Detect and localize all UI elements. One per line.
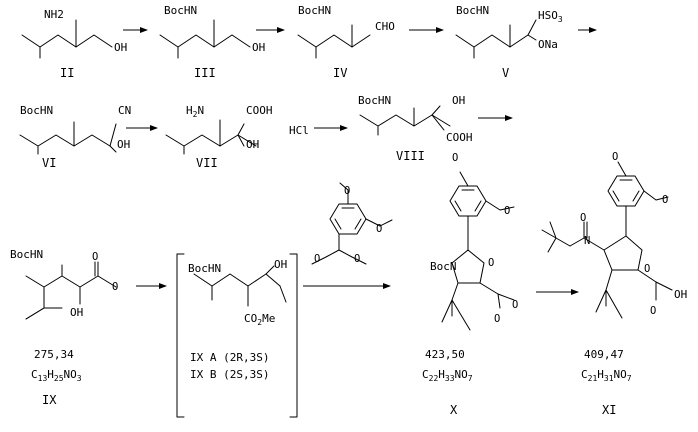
compound-XI: N O O O O O OH 409,47 C21H31NO7 XI [542, 151, 687, 417]
alcohol-label: OH [452, 94, 465, 107]
molecular-weight: 275,34 [34, 348, 74, 361]
compound-VI: BocHN CN OH VI [20, 104, 131, 170]
carbonyl-o: O [650, 305, 656, 317]
isomer-b: IX B (2S,3S) [190, 368, 269, 381]
alcohol-label: OH [252, 41, 265, 54]
n-label: N [584, 235, 590, 247]
aldehyde-label: CHO [375, 20, 395, 33]
compound-IX: BocHN O O OH 275,34 C13H25NO3 IX [10, 248, 118, 407]
acid-label: COOH [446, 131, 473, 144]
methoxy-o: O [612, 151, 618, 163]
amine-label: NH2 [44, 8, 64, 21]
reagent-acetal: O O O O [312, 183, 392, 265]
reagent-hcl: HCl [289, 124, 309, 137]
ester-o: O [512, 299, 518, 311]
alcohol-label: OH [246, 138, 259, 151]
amine-label: BocHN [456, 4, 489, 17]
amine-label: BocHN [358, 94, 391, 107]
amine-label: H2N [186, 104, 204, 119]
nitrile-label: CN [118, 104, 131, 117]
acid-label: COOH [246, 104, 273, 117]
carbonyl-o: O [580, 212, 586, 224]
acid-label: OH [674, 288, 687, 301]
methoxy-o: O [504, 205, 510, 217]
alcohol-label: OH [117, 138, 130, 151]
compound-label: X [450, 403, 458, 417]
alcohol-label: OH [70, 306, 83, 319]
carbonyl-o: O [494, 313, 500, 325]
molecular-formula: C13H25NO3 [31, 368, 82, 383]
compound-label: IV [333, 66, 347, 80]
compound-label: III [194, 66, 216, 80]
compound-label: VIII [396, 149, 425, 163]
compound-label: XI [602, 403, 616, 417]
ring-o: O [488, 257, 494, 269]
ester-label: CO2Me [244, 312, 275, 327]
sulfonate-label: HSO3 [538, 9, 563, 24]
methoxy-o: O [452, 152, 458, 164]
alcohol-label: OH [274, 258, 287, 271]
methoxy-o: O [662, 194, 668, 206]
amine-label: BocHN [298, 4, 331, 17]
ester-o: O [112, 281, 118, 293]
compound-IV: BocHN CHO IV [298, 4, 395, 80]
amine-label: BocHN [20, 104, 53, 117]
alcohol-label: OH [114, 41, 127, 54]
acetal-o: O [354, 253, 360, 265]
compound-label: VII [196, 156, 218, 170]
compound-label: II [60, 66, 74, 80]
boc-n-label: BocN [430, 260, 457, 273]
molecular-formula: C22H33NO7 [422, 368, 473, 383]
amine-label: BocHN [188, 262, 221, 275]
amine-label: BocHN [164, 4, 197, 17]
compound-II: NH2 OH II [22, 8, 127, 80]
methoxy-o: O [376, 223, 382, 235]
acetal-o: O [314, 253, 320, 265]
isomer-a: IX A (2R,3S) [190, 351, 269, 364]
molecular-formula: C21H31NO7 [581, 368, 632, 383]
compound-label: V [502, 66, 509, 80]
compound-III: BocHN OH III [160, 4, 265, 80]
methoxy-o: O [344, 185, 350, 197]
ring-o: O [644, 263, 650, 275]
compound-VII: H2N COOH OH VII [166, 104, 273, 170]
carbonyl-o: O [92, 251, 98, 263]
molecular-weight: 409,47 [584, 348, 624, 361]
salt-label: ONa [538, 38, 558, 51]
compound-V: BocHN HSO3 ONa V [456, 4, 563, 80]
compound-X: BocN O O O O O 423,50 C22H33NO7 X [422, 152, 518, 417]
molecular-weight: 423,50 [425, 348, 465, 361]
amine-label: BocHN [10, 248, 43, 261]
compound-label: VI [42, 156, 56, 170]
isomer-bracket: BocHN OH CO2Me IX A (2R,3S) IX B (2S,3S) [177, 254, 297, 417]
compound-label: IX [42, 393, 57, 407]
